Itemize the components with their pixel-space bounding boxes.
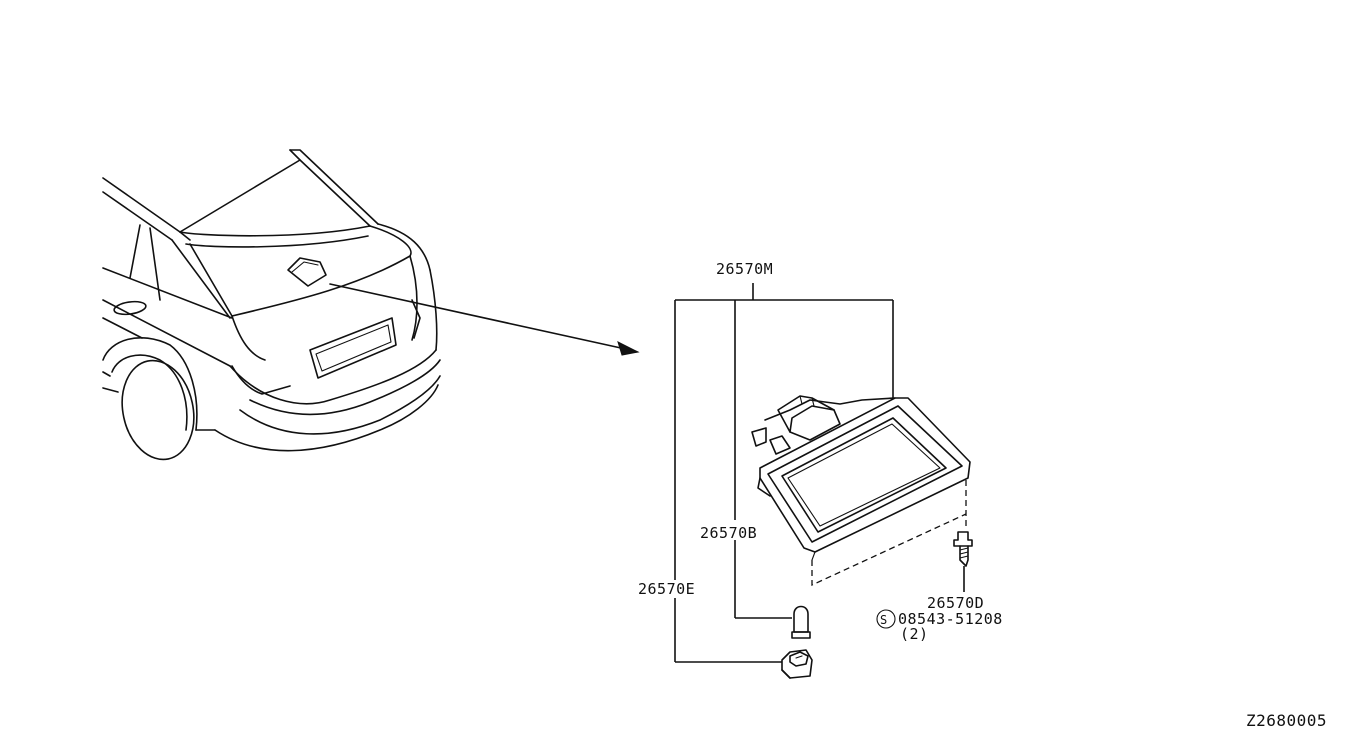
label-screw-part: 26570D (927, 594, 984, 612)
label-screw-spec: 08543-51208 (898, 610, 1003, 628)
bulb (791, 605, 811, 639)
callout-arrow (329, 283, 640, 356)
high-mount-stop-lamp-assembly (751, 395, 971, 587)
label-socket: 26570E (638, 580, 695, 598)
standard-part-mark: S (880, 613, 888, 627)
label-bulb: 26570B (700, 524, 757, 542)
car-rear-illustration (102, 149, 441, 461)
leader-lines (674, 283, 965, 663)
screw (953, 531, 973, 567)
diagram-id: Z2680005 (1246, 711, 1327, 730)
label-assembly: 26570M (716, 260, 773, 278)
standard-part-mark-icon (876, 609, 896, 629)
label-screw-qty: (2) (900, 625, 929, 643)
socket (781, 649, 813, 679)
